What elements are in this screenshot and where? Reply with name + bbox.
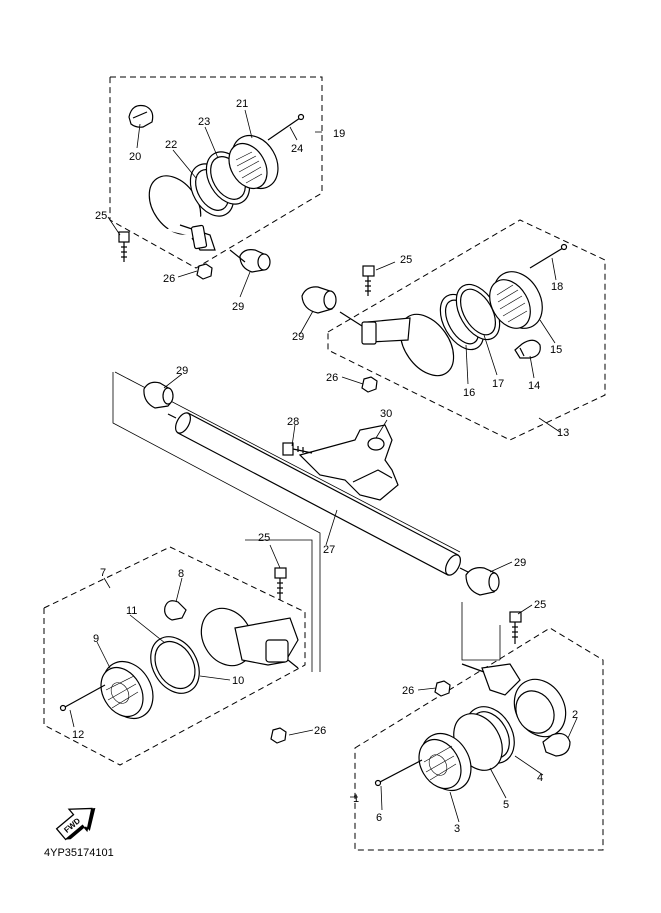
nut-icon xyxy=(196,263,213,280)
turn-signal-assembly-1 xyxy=(374,611,571,792)
callout-26-right: 26 xyxy=(326,372,338,384)
assembly-box-19 xyxy=(109,76,323,269)
assembly-box-1 xyxy=(354,627,604,851)
callout-14: 14 xyxy=(528,380,540,392)
callout-15: 15 xyxy=(550,344,562,356)
lamp-housing-icon xyxy=(339,311,455,377)
lens-icon xyxy=(489,271,543,329)
support-shaft-27 xyxy=(167,412,471,576)
shaft-boundary-line xyxy=(245,539,313,672)
turn-signal-assembly-7 xyxy=(59,567,299,744)
callout-25-left-lower: 25 xyxy=(258,532,270,544)
callout-8: 8 xyxy=(178,568,184,580)
callout-25-right-lower: 25 xyxy=(534,599,546,611)
callout-29-shaft-left: 29 xyxy=(176,365,188,377)
callout-16: 16 xyxy=(463,387,475,399)
rubber-bushing-icon xyxy=(301,286,337,314)
callout-29-shaft-right: 29 xyxy=(514,557,526,569)
callout-9: 9 xyxy=(93,633,99,645)
callout-27: 27 xyxy=(323,544,335,556)
bulb-icon xyxy=(164,600,187,621)
screw-icon xyxy=(529,243,568,269)
callout-13: 13 xyxy=(557,427,569,439)
lens-icon xyxy=(228,134,279,190)
callout-7: 7 xyxy=(100,567,106,579)
assembly-box-13 xyxy=(327,219,606,441)
callout-28: 28 xyxy=(287,416,299,428)
callout-19: 19 xyxy=(333,128,345,140)
screw-icon xyxy=(267,113,305,141)
shaft-boundary-line xyxy=(461,602,500,661)
callout-24: 24 xyxy=(291,143,303,155)
shaft-boundary-line xyxy=(114,371,461,553)
callout-22: 22 xyxy=(165,139,177,151)
shaft-boundary-line xyxy=(112,372,321,672)
screw-icon xyxy=(374,759,423,787)
bulb-icon xyxy=(128,104,154,128)
callout-1: 1 xyxy=(353,793,359,805)
turn-signal-assembly-13 xyxy=(301,243,568,393)
bolt-icon xyxy=(282,442,313,456)
lens-icon xyxy=(100,660,154,720)
callout-26-right-lower: 26 xyxy=(402,685,414,697)
rubber-bushing-icon xyxy=(465,567,500,596)
bolt-icon xyxy=(118,231,130,262)
bulb-icon xyxy=(542,732,571,757)
drawing-code: 4YP35174101 xyxy=(44,847,114,859)
bulb-icon xyxy=(514,339,541,359)
forward-arrow-icon: FWD xyxy=(55,807,96,841)
callout-10: 10 xyxy=(232,675,244,687)
callout-29-right: 29 xyxy=(292,331,304,343)
callout-26-left-lower: 26 xyxy=(314,725,326,737)
screw-icon xyxy=(59,684,106,712)
rubber-bushing-icon xyxy=(143,381,174,409)
nut-icon xyxy=(434,680,451,697)
callout-6: 6 xyxy=(376,812,382,824)
callout-30: 30 xyxy=(380,408,392,420)
nut-icon xyxy=(361,376,378,393)
callout-23: 23 xyxy=(198,116,210,128)
callout-21: 21 xyxy=(236,98,248,110)
callout-3: 3 xyxy=(454,823,460,835)
lamp-housing-icon xyxy=(200,607,299,669)
lens-icon xyxy=(418,713,503,792)
bolt-icon xyxy=(509,611,522,644)
bolt-icon xyxy=(362,265,375,296)
callout-25-top: 25 xyxy=(95,210,107,222)
callout-11: 11 xyxy=(126,605,137,617)
bolt-icon xyxy=(274,567,287,600)
callout-2: 2 xyxy=(572,709,578,721)
lamp-housing-icon xyxy=(461,663,567,738)
bracket-30 xyxy=(298,424,399,501)
callout-26-top: 26 xyxy=(163,273,175,285)
turn-signal-assembly-19 xyxy=(118,104,305,280)
callout-18: 18 xyxy=(551,281,563,293)
nut-icon xyxy=(270,727,287,744)
callout-20: 20 xyxy=(129,151,141,163)
callout-29-top: 29 xyxy=(232,301,244,313)
callout-5: 5 xyxy=(503,799,509,811)
lamp-housing-icon xyxy=(148,175,216,251)
callout-17: 17 xyxy=(492,378,504,390)
rubber-bushing-icon xyxy=(229,249,271,273)
assembly-box-7 xyxy=(43,546,306,766)
callout-4: 4 xyxy=(537,772,543,784)
callout-12: 12 xyxy=(72,729,84,741)
callout-25-right: 25 xyxy=(400,254,412,266)
